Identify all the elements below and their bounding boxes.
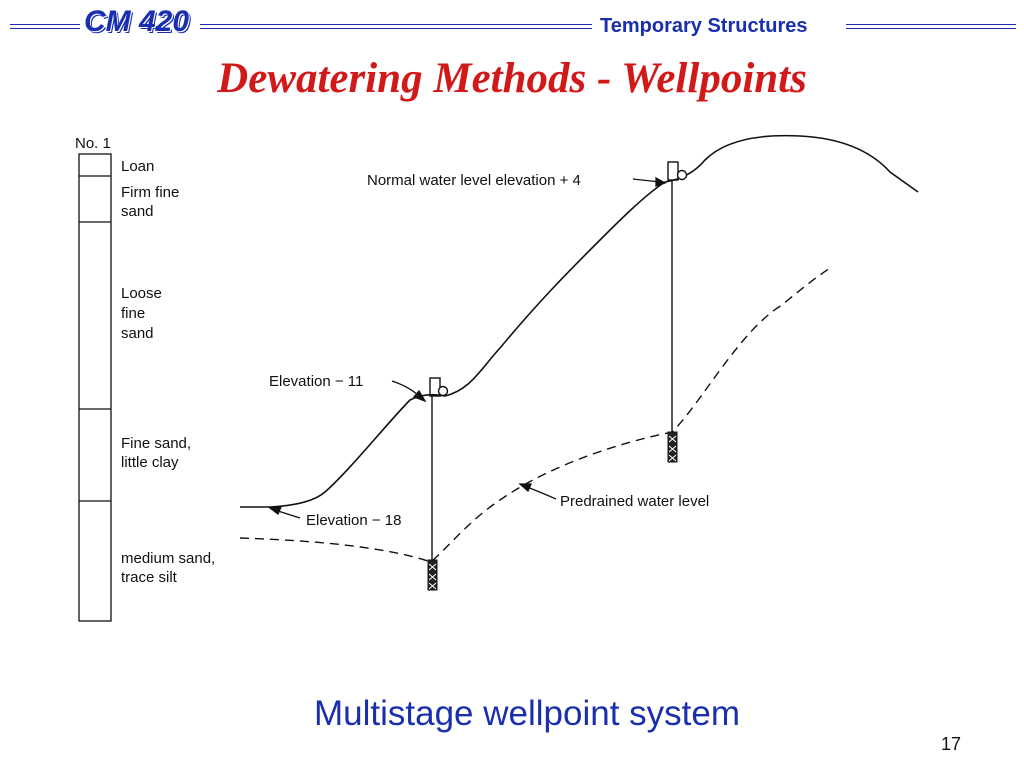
course-topic: Temporary Structures: [600, 15, 808, 37]
upper-wellpoint: [667, 161, 688, 463]
boring-log-label: No. 1: [75, 135, 111, 152]
layer-label: Fine sand, little clay: [121, 435, 192, 471]
header-rule-middle: [200, 24, 592, 29]
wellpoint-header-box: [667, 161, 679, 181]
layer-label: Loan: [121, 158, 154, 175]
ground-surface-line: [240, 134, 919, 508]
annotation-predrained-water-level: Predrained water level: [560, 493, 709, 510]
header-rule-left: [10, 24, 80, 29]
predrained-water-level-line: [239, 267, 831, 563]
arrowhead: [412, 389, 427, 403]
layer-label-wrap: Loose fine sand: [121, 285, 162, 342]
arrowhead: [655, 176, 667, 187]
screen-mesh: [428, 563, 437, 590]
layer-label: Firm fine sand: [121, 184, 180, 220]
annotation-elevation-18: Elevation − 18: [306, 512, 402, 529]
leader-elevation-18: [277, 510, 301, 519]
arrowhead: [518, 483, 532, 493]
wellpoint-screen: [427, 559, 438, 591]
layer-label-wrap: Firm fine sand: [121, 184, 180, 220]
slide-title: Dewatering Methods - Wellpoints: [217, 55, 807, 102]
page-number: 17: [941, 734, 962, 754]
wellpoint-pump-icon: [437, 385, 449, 397]
wellpoint-pump-icon: [676, 169, 688, 181]
annotation-normal-water-level: Normal water level elevation + 4: [367, 172, 581, 189]
layer-label-wrap: medium sand, trace silt: [121, 550, 216, 586]
lower-wellpoint: [427, 377, 449, 591]
slide-caption: Multistage wellpoint system: [314, 694, 740, 733]
layer-label: medium sand, trace silt: [121, 550, 216, 586]
course-logo: CM 420: [84, 5, 190, 38]
layer-label-wrap: Fine sand, little clay: [121, 435, 192, 471]
boring-log-column: [78, 153, 112, 622]
boring-log: [78, 153, 112, 622]
leader-predrained: [526, 486, 557, 500]
screen-mesh: [668, 435, 677, 462]
header-rule-right: [846, 24, 1016, 29]
arrowhead: [268, 506, 283, 516]
layer-label: Loose fine sand: [121, 285, 162, 342]
wellpoint-screen: [667, 431, 678, 463]
annotation-elevation-11: Elevation − 11: [269, 373, 363, 390]
